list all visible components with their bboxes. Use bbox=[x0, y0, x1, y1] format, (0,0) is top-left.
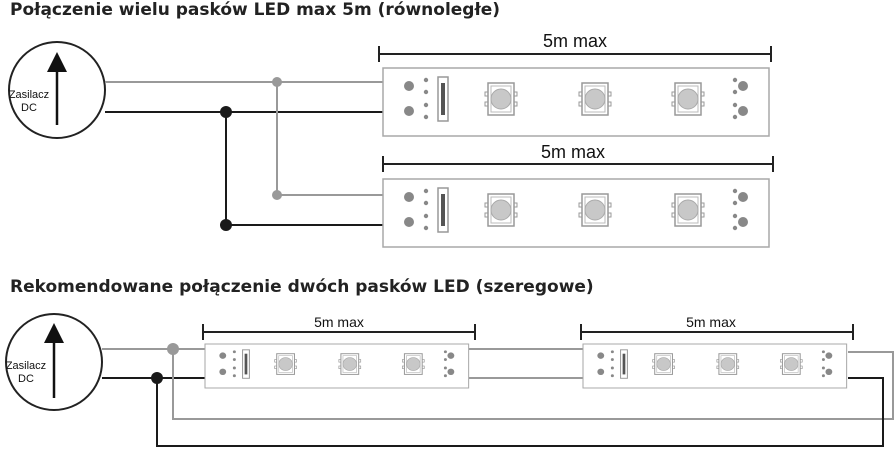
led-strip-3 bbox=[205, 344, 469, 388]
positive-junction-dot bbox=[272, 77, 282, 87]
length-label-4: 5m max bbox=[686, 314, 736, 330]
supply-label-line1-1: Zasilacz bbox=[9, 89, 49, 101]
positive-junction-dot-2 bbox=[272, 190, 282, 200]
supply-label-line2-2: DC bbox=[18, 373, 34, 385]
positive-junction-dot-3 bbox=[167, 343, 179, 355]
negative-junction-dot-2 bbox=[220, 219, 232, 231]
parallel-title: Połączenie wielu pasków LED max 5m (równ… bbox=[10, 0, 501, 20]
led-strip-2 bbox=[383, 179, 769, 247]
series-section: Zasilacz DC 5m max 5m max bbox=[5, 313, 894, 447]
supply-label-line1-2: Zasilacz bbox=[6, 360, 46, 372]
length-dimension-3 bbox=[202, 324, 476, 340]
negative-return-loop bbox=[156, 377, 884, 447]
led-strip-1 bbox=[383, 68, 769, 136]
series-title: Rekomendowane połączenie dwóch pasków LE… bbox=[10, 277, 594, 297]
length-dimension-1 bbox=[378, 46, 772, 62]
length-dimension-2 bbox=[382, 156, 774, 172]
negative-junction-dot-3 bbox=[151, 372, 163, 384]
positive-branch-wire bbox=[276, 82, 385, 196]
led-strip-4 bbox=[583, 344, 847, 388]
length-label-3: 5m max bbox=[314, 314, 364, 330]
positive-return-loop bbox=[172, 349, 894, 420]
supply-arrow-icon-2 bbox=[44, 323, 64, 343]
length-label-1: 5m max bbox=[543, 31, 607, 51]
negative-branch-wire bbox=[225, 112, 385, 226]
length-label-2: 5m max bbox=[541, 142, 605, 162]
negative-junction-dot bbox=[220, 106, 232, 118]
parallel-section: Zasilacz DC 5m max 5m max bbox=[8, 31, 774, 247]
length-dimension-4 bbox=[580, 324, 854, 340]
supply-label-line2-1: DC bbox=[21, 102, 37, 114]
supply-arrow-icon-1 bbox=[47, 52, 67, 72]
